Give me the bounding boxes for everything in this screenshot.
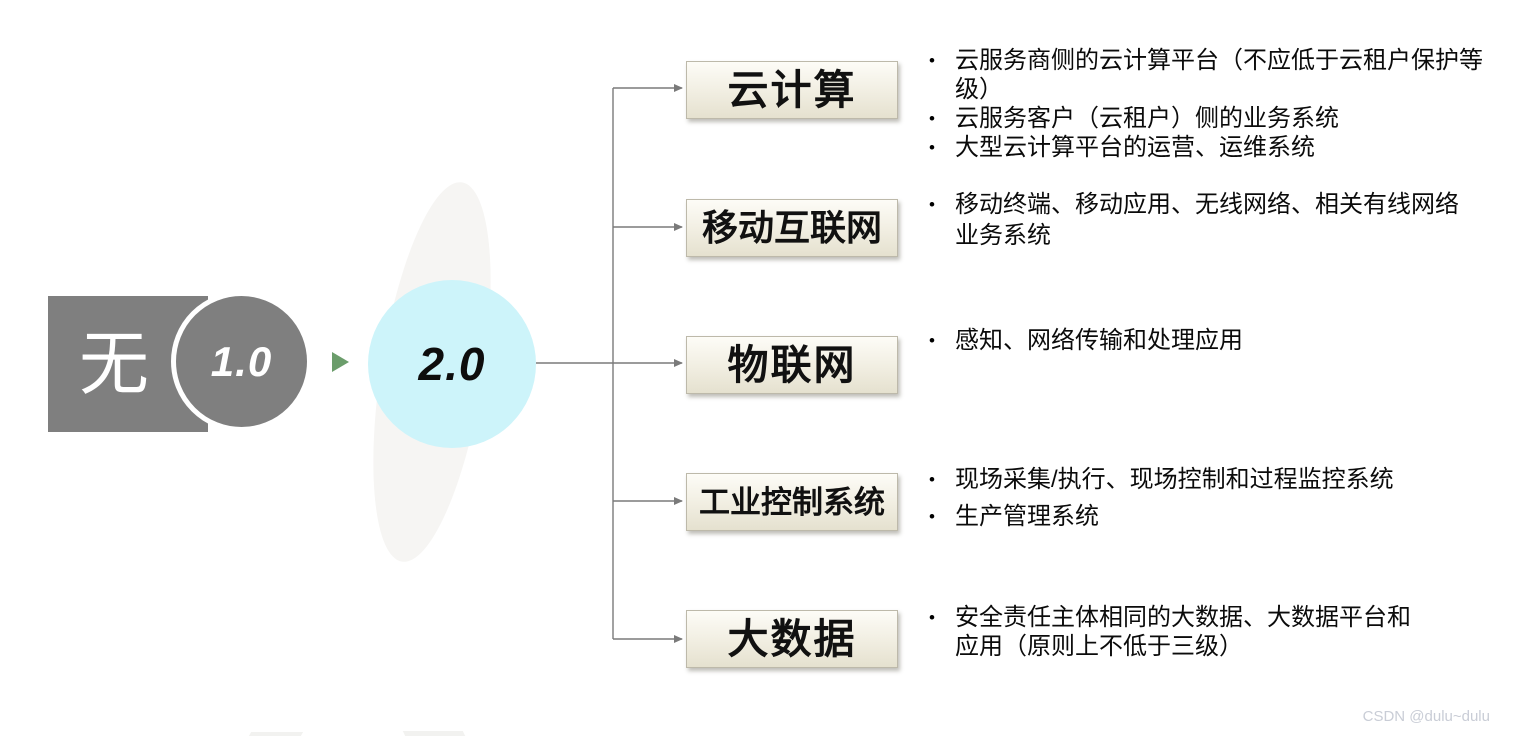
category-box-iot: 物联网 [686,336,898,394]
list-item-text: 应用（原则上不低于三级） [955,633,1243,660]
list-item: • 大型云计算平台的运营、运维系统 [929,133,1513,162]
category-label: 物联网 [727,341,857,388]
stage-1-label: 1.0 [210,337,273,385]
list-item: • 现场采集/执行、现场控制和过程监控系统 [929,465,1513,494]
list-item-text: 感知、网络传输和处理应用 [955,327,1243,354]
transition-arrow-icon [332,352,349,372]
category-label: 工业控制系统 [699,484,885,520]
bullet-list-iot: • 感知、网络传输和处理应用 [929,326,1513,355]
bullet-list-big-data: • 安全责任主体相同的大数据、大数据平台和 应用（原则上不低于三级） [929,603,1513,661]
list-item-text: 生产管理系统 [955,503,1099,530]
list-item-text: 安全责任主体相同的大数据、大数据平台和 [955,604,1411,631]
watermark-text: CSDN @dulu~dulu [1362,708,1490,725]
bullet-dot-icon: • [929,470,935,489]
bullet-spacer [929,632,955,661]
bullet-spacer [929,221,955,250]
list-item-text: 云服务客户（云租户）侧的业务系统 [955,105,1339,132]
bullet-dot-icon: • [929,195,935,214]
list-item: • 云服务客户（云租户）侧的业务系统 [929,104,1513,133]
category-label: 大数据 [727,615,857,662]
list-item: • 安全责任主体相同的大数据、大数据平台和 [929,603,1513,632]
stage-2-circle: 2.0 [368,280,536,448]
list-item: 应用（原则上不低于三级） [929,632,1513,661]
list-item: 业务系统 [929,221,1513,250]
bullet-dot-icon: • [929,51,935,70]
bullet-list-industrial-control: • 现场采集/执行、现场控制和过程监控系统 • 生产管理系统 [929,465,1513,531]
category-box-mobile-internet: 移动互联网 [686,199,898,257]
bullet-dot-icon: • [929,608,935,627]
bullet-list-mobile-internet: • 移动终端、移动应用、无线网络、相关有线网络 业务系统 [929,190,1513,250]
bullet-list-cloud-computing: • 云服务商侧的云计算平台（不应低于云租户保护等级） • 云服务客户（云租户）侧… [929,46,1513,162]
list-item-text: 移动终端、移动应用、无线网络、相关有线网络 [955,191,1459,218]
list-item-text: 大型云计算平台的运营、运维系统 [955,134,1315,161]
bullet-dot-icon: • [929,507,935,526]
bullet-dot-icon: • [929,109,935,128]
category-label: 移动互联网 [701,207,882,248]
stage-1-circle: 1.0 [171,291,312,432]
list-item: • 移动终端、移动应用、无线网络、相关有线网络 [929,190,1513,219]
bullet-dot-icon: • [929,138,935,157]
category-box-cloud-computing: 云计算 [686,61,898,119]
category-label: 云计算 [727,66,857,113]
list-item: • 云服务商侧的云计算平台（不应低于云租户保护等级） [929,46,1513,104]
category-box-industrial-control: 工业控制系统 [686,473,898,531]
list-item-text: 云服务商侧的云计算平台（不应低于云租户保护等级） [955,47,1483,103]
bullet-dot-icon: • [929,331,935,350]
category-box-big-data: 大数据 [686,610,898,668]
list-item: • 生产管理系统 [929,502,1513,531]
stage-2-label: 2.0 [418,338,486,390]
stage-none-label: 无 [79,325,149,403]
list-item-text: 业务系统 [955,222,1051,249]
list-item: • 感知、网络传输和处理应用 [929,326,1513,355]
list-item-text: 现场采集/执行、现场控制和过程监控系统 [955,466,1394,493]
